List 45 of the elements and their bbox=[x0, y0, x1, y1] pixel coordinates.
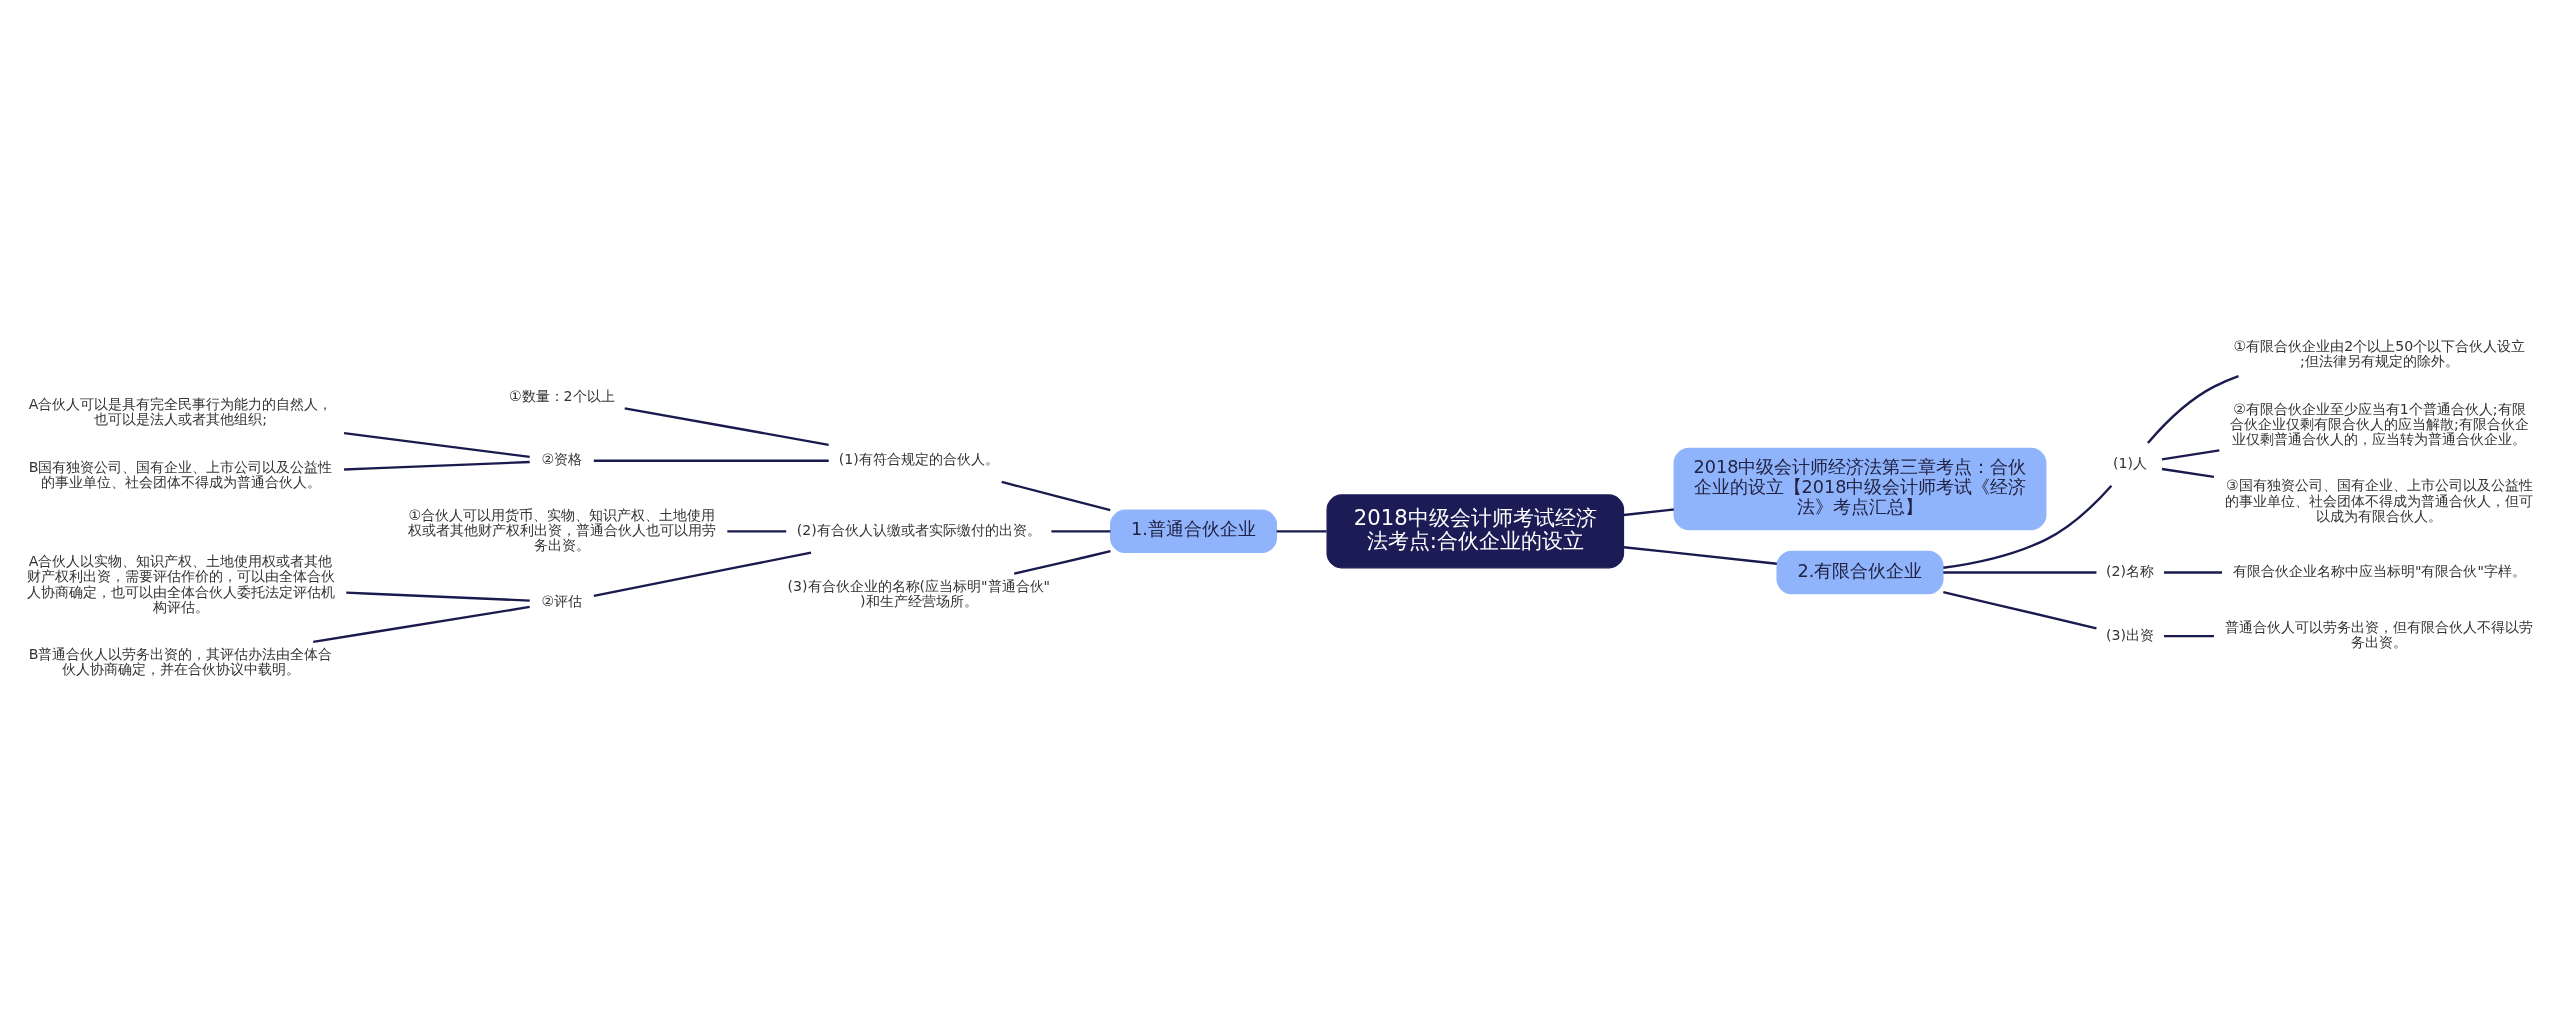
connector bbox=[346, 590, 530, 602]
node-text: (2)名称 bbox=[2106, 562, 2154, 579]
connector bbox=[1623, 545, 1777, 565]
node-text: (2)有合伙人认缴或者实际缴付的出资。 bbox=[796, 521, 1041, 538]
node-text: ①有限合伙企业由2个以上50个以下合伙人设立;但法律另有规定的除外。 bbox=[2233, 337, 2526, 369]
connector bbox=[1001, 480, 1111, 511]
node-text: (1)人 bbox=[2113, 454, 2147, 471]
node-box: 2.有限合伙企业 bbox=[1776, 550, 1944, 594]
connector bbox=[2161, 448, 2220, 461]
node-text: ②有限合伙企业至少应当有1个普通合伙人;有限合伙企业仅剩有限合伙人的应当解散;有限合伙企业仅剩普通合伙人的，应当转为普通合伙企业。 bbox=[2230, 400, 2529, 447]
connector bbox=[2147, 374, 2239, 444]
connector bbox=[1276, 529, 1327, 533]
connector bbox=[1943, 570, 2097, 574]
connector bbox=[593, 550, 812, 597]
node-text: (3)有合伙企业的名称(应当标明"普通合伙")和生产经营场所。 bbox=[787, 577, 1051, 609]
node-text: 普通合伙人可以劳务出资，但有限合伙人不得以劳务出资。 bbox=[2225, 618, 2534, 650]
node-text: ①合伙人可以用货币、实物、知识产权、土地使用权或者其他财产权利出资，普通合伙人也可以用劳务出资。 bbox=[407, 506, 716, 553]
connector bbox=[1623, 507, 1674, 516]
node-text: B国有独资公司、国有企业、上市公司以及公益性的事业单位、社会团体不得成为普通合伙人。 bbox=[28, 458, 333, 490]
connector bbox=[1051, 529, 1111, 533]
node-text: ②评估 bbox=[541, 592, 583, 609]
node-text: ①数量：2个以上 bbox=[508, 387, 615, 404]
node-text: (3)出资 bbox=[2106, 626, 2154, 643]
connector bbox=[2164, 570, 2222, 574]
node-box: 1.普通合伙企业 bbox=[1110, 509, 1278, 553]
connector bbox=[1943, 590, 2097, 629]
connector bbox=[2161, 467, 2215, 478]
connector bbox=[593, 459, 829, 462]
node-text: A合伙人可以是具有完全民事行为能力的自然人，也可以是法人或者其他组织; bbox=[28, 395, 333, 427]
connector bbox=[624, 406, 829, 446]
node-text: ③国有独资公司、国有企业、上市公司以及公益性的事业单位、社会团体不得成为普通合伙人，但可以成为有限合伙人。 bbox=[2225, 476, 2534, 524]
node-text: B普通合伙人以劳务出资的，其评估办法由全体合伙人协商确定，并在合伙协议中载明。 bbox=[28, 645, 333, 677]
node-text: ②资格 bbox=[541, 450, 583, 467]
connector bbox=[1013, 549, 1111, 575]
connector bbox=[344, 460, 530, 471]
node-text: A合伙人以实物、知识产权、土地使用权或者其他财产权利出资，需要评估作价的，可以由全体合伙人协商确定，也可以由全体合伙人委托法定评估机构评估。 bbox=[26, 552, 335, 615]
connector bbox=[1943, 484, 2113, 569]
node-box: 2018中级会计师考试经济法考点:合伙企业的设立 bbox=[1326, 493, 1625, 568]
connector bbox=[727, 529, 787, 533]
connector bbox=[2164, 634, 2214, 637]
connector bbox=[343, 431, 530, 458]
connector bbox=[313, 605, 530, 643]
node-text: (1)有符合规定的合伙人。 bbox=[838, 450, 999, 467]
node-box: 2018中级会计师经济法第三章考点：合伙企业的设立【2018中级会计师考试《经济法》考点汇总】 bbox=[1673, 447, 2047, 530]
node-text: 有限合伙企业名称中应当标明"有限合伙"字样。 bbox=[2232, 562, 2526, 579]
